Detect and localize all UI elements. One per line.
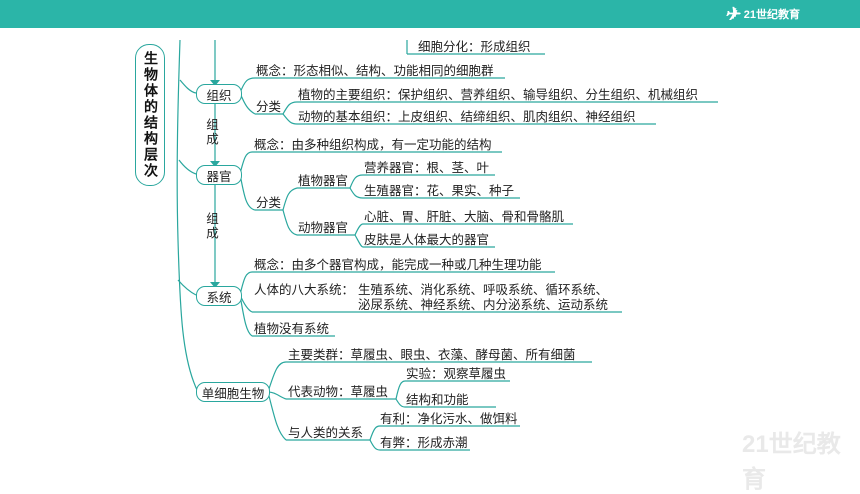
unicell-harm: 有弊：形成赤潮 [380, 435, 468, 450]
unicell-benefit: 有利：净化污水、做饵料 [380, 411, 518, 426]
tissue-node: 组织 [196, 84, 242, 104]
tissue-animal: 动物的基本组织：上皮组织、结缔组织、肌肉组织、神经组织 [298, 109, 636, 124]
unicell-relation: 与人类的关系 [288, 425, 364, 440]
header-bar: ✈ 21世纪教育 [0, 0, 860, 28]
system-eight-line1: 生殖系统、消化系统、呼吸系统、循环系统、 [358, 282, 609, 297]
arrow-heads [210, 80, 220, 288]
unicell-structure: 结构和功能 [406, 392, 469, 407]
system-eight-label: 人体的八大系统： [254, 282, 355, 297]
organ-plant: 植物器官 [298, 173, 349, 188]
root-label: 生物体的结构层次 [142, 51, 158, 179]
connector-lines [176, 39, 718, 451]
logo-mark-icon: ✈ [724, 3, 740, 24]
organ-nutrient: 营养器官：根、茎、叶 [364, 160, 490, 175]
organ-animal: 动物器官 [298, 220, 349, 235]
unicell-rep: 代表动物：草履虫 [288, 384, 389, 399]
tissue-plant: 植物的主要组织：保护组织、营养组织、输导组织、分生组织、机械组织 [298, 87, 699, 102]
system-node: 系统 [196, 286, 242, 306]
organ-concept: 概念：由多种组织构成，有一定功能的结构 [254, 137, 492, 152]
link-label-2: 组成 [204, 212, 219, 241]
logo-text: 21世纪教育 [743, 9, 800, 21]
organ-classify: 分类 [256, 195, 282, 210]
system-concept: 概念：由多个器官构成，能完成一种或几种生理功能 [254, 257, 542, 272]
top-item: 细胞分化：形成组织 [418, 39, 531, 54]
link-label-1: 组成 [204, 118, 219, 147]
brand-logo: ✈ 21世纪教育 [725, 2, 800, 26]
unicell-experiment: 实验：观察草履虫 [406, 366, 507, 381]
system-eight-line2: 泌尿系统、神经系统、内分泌系统、运动系统 [358, 297, 609, 312]
system-plant-none: 植物没有系统 [254, 321, 330, 336]
organ-node: 器官 [196, 165, 242, 185]
tissue-concept: 概念：形态相似、结构、功能相同的细胞群 [256, 63, 494, 78]
root-node: 生物体的结构层次 [135, 44, 165, 186]
organ-reproductive: 生殖器官：花、果实、种子 [364, 183, 515, 198]
organ-animal-list: 心脏、胃、肝脏、大脑、骨和骨骼肌 [364, 209, 565, 224]
unicell-node: 单细胞生物 [196, 382, 270, 402]
root-trunk-line [176, 39, 199, 393]
tissue-classify: 分类 [256, 99, 282, 114]
unicell-main-types: 主要类群：草履虫、眼虫、衣藻、酵母菌、所有细菌 [288, 347, 576, 362]
organ-skin: 皮肤是人体最大的器官 [364, 232, 490, 247]
